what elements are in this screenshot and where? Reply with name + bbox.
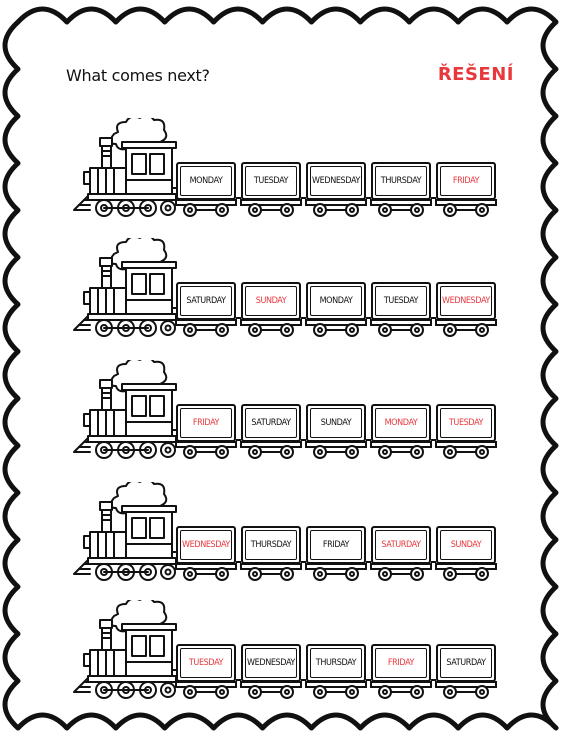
given-day-label: THURSDAY xyxy=(315,658,357,668)
answer-day-label: WEDNESDAY xyxy=(182,540,230,550)
wagon: SUNDAY xyxy=(306,404,366,442)
wagon: SATURDAY xyxy=(176,282,236,320)
frame-border xyxy=(2,6,559,731)
wagon-chassis xyxy=(370,561,436,581)
wagon: FRIDAY xyxy=(436,162,496,200)
answer-day-label: MONDAY xyxy=(384,418,418,428)
locomotive-icon xyxy=(73,600,497,699)
given-day-label: FRIDAY xyxy=(322,540,350,550)
wagon-chassis xyxy=(240,439,306,459)
given-day-label: SUNDAY xyxy=(320,418,352,428)
wagon-chassis xyxy=(305,317,371,337)
given-day-label: WEDNESDAY xyxy=(312,176,360,186)
wagon-chassis xyxy=(370,679,436,699)
wagon: MONDAY xyxy=(306,282,366,320)
answer-day-label: WEDNESDAY xyxy=(442,296,490,306)
given-day-label: TUESDAY xyxy=(253,176,289,186)
wagon: TUESDAY xyxy=(241,162,301,200)
wagon-chassis xyxy=(175,317,241,337)
wagon-chassis xyxy=(240,561,306,581)
train-4: WEDNESDAY THURSDAY FRIDAY SATURDAY SUNDAY xyxy=(70,482,510,592)
wagon-chassis xyxy=(370,317,436,337)
given-day-label: SATURDAY xyxy=(186,296,226,306)
train-5: TUESDAY WEDNESDAY THURSDAY FRIDAY SATURDAY xyxy=(70,600,510,710)
wagon-chassis xyxy=(175,561,241,581)
wagon-chassis xyxy=(435,199,497,217)
given-day-label: TUESDAY xyxy=(383,296,419,306)
wagon: SATURDAY xyxy=(436,644,496,682)
wagon-chassis xyxy=(305,197,371,217)
wagon-chassis xyxy=(435,681,497,699)
locomotive-icon xyxy=(73,118,497,217)
answer-day-label: TUESDAY xyxy=(448,418,484,428)
wagon: THURSDAY xyxy=(371,162,431,200)
wagon: WEDNESDAY xyxy=(306,162,366,200)
wagon: SUNDAY xyxy=(241,282,301,320)
wagon-chassis xyxy=(240,679,306,699)
given-day-label: MONDAY xyxy=(189,176,223,186)
wagon-chassis xyxy=(305,561,371,581)
wagon-chassis xyxy=(435,319,497,337)
wagon: SUNDAY xyxy=(436,526,496,564)
wagon: TUESDAY xyxy=(436,404,496,442)
wagon: THURSDAY xyxy=(241,526,301,564)
wagon: MONDAY xyxy=(371,404,431,442)
answer-key-label: ŘEŠENÍ xyxy=(437,64,514,85)
wagon: SATURDAY xyxy=(241,404,301,442)
answer-day-label: FRIDAY xyxy=(387,658,415,668)
given-day-label: SATURDAY xyxy=(446,658,486,668)
answer-day-label: FRIDAY xyxy=(452,176,480,186)
wagon-chassis xyxy=(240,317,306,337)
locomotive-icon xyxy=(73,360,497,459)
wagon: FRIDAY xyxy=(176,404,236,442)
wagon-chassis xyxy=(305,679,371,699)
answer-day-label: SATURDAY xyxy=(381,540,421,550)
wagon: WEDNESDAY xyxy=(436,282,496,320)
given-day-label: MONDAY xyxy=(319,296,353,306)
answer-day-label: SUNDAY xyxy=(450,540,482,550)
wagon-chassis xyxy=(175,439,241,459)
given-day-label: THURSDAY xyxy=(250,540,292,550)
wagon: TUESDAY xyxy=(176,644,236,682)
wagon: FRIDAY xyxy=(371,644,431,682)
wagon: WEDNESDAY xyxy=(176,526,236,564)
wagon-chassis xyxy=(240,197,306,217)
given-day-label: THURSDAY xyxy=(380,176,422,186)
wagon: FRIDAY xyxy=(306,526,366,564)
train-2: SATURDAY SUNDAY MONDAY TUESDAY WEDNESDAY xyxy=(70,238,510,348)
locomotive-icon xyxy=(73,482,497,581)
locomotive-icon xyxy=(73,238,497,337)
wagon-chassis xyxy=(305,439,371,459)
wagon-chassis xyxy=(370,439,436,459)
wagon-chassis xyxy=(435,441,497,459)
wagon-chassis xyxy=(435,563,497,581)
answer-day-label: FRIDAY xyxy=(192,418,220,428)
wagon-chassis xyxy=(175,197,241,217)
wagon: MONDAY xyxy=(176,162,236,200)
given-day-label: SATURDAY xyxy=(251,418,291,428)
wagon-chassis xyxy=(175,679,241,699)
answer-day-label: SUNDAY xyxy=(255,296,287,306)
train-3: FRIDAY SATURDAY SUNDAY MONDAY TUESDAY xyxy=(70,360,510,470)
answer-day-label: TUESDAY xyxy=(188,658,224,668)
wagon-chassis xyxy=(370,197,436,217)
wagon: SATURDAY xyxy=(371,526,431,564)
wagon: WEDNESDAY xyxy=(241,644,301,682)
wagon: THURSDAY xyxy=(306,644,366,682)
given-day-label: WEDNESDAY xyxy=(247,658,295,668)
train-1: MONDAY TUESDAY WEDNESDAY THURSDAY FRIDAY xyxy=(70,118,510,228)
worksheet-title: What comes next? xyxy=(66,66,210,85)
wagon: TUESDAY xyxy=(371,282,431,320)
